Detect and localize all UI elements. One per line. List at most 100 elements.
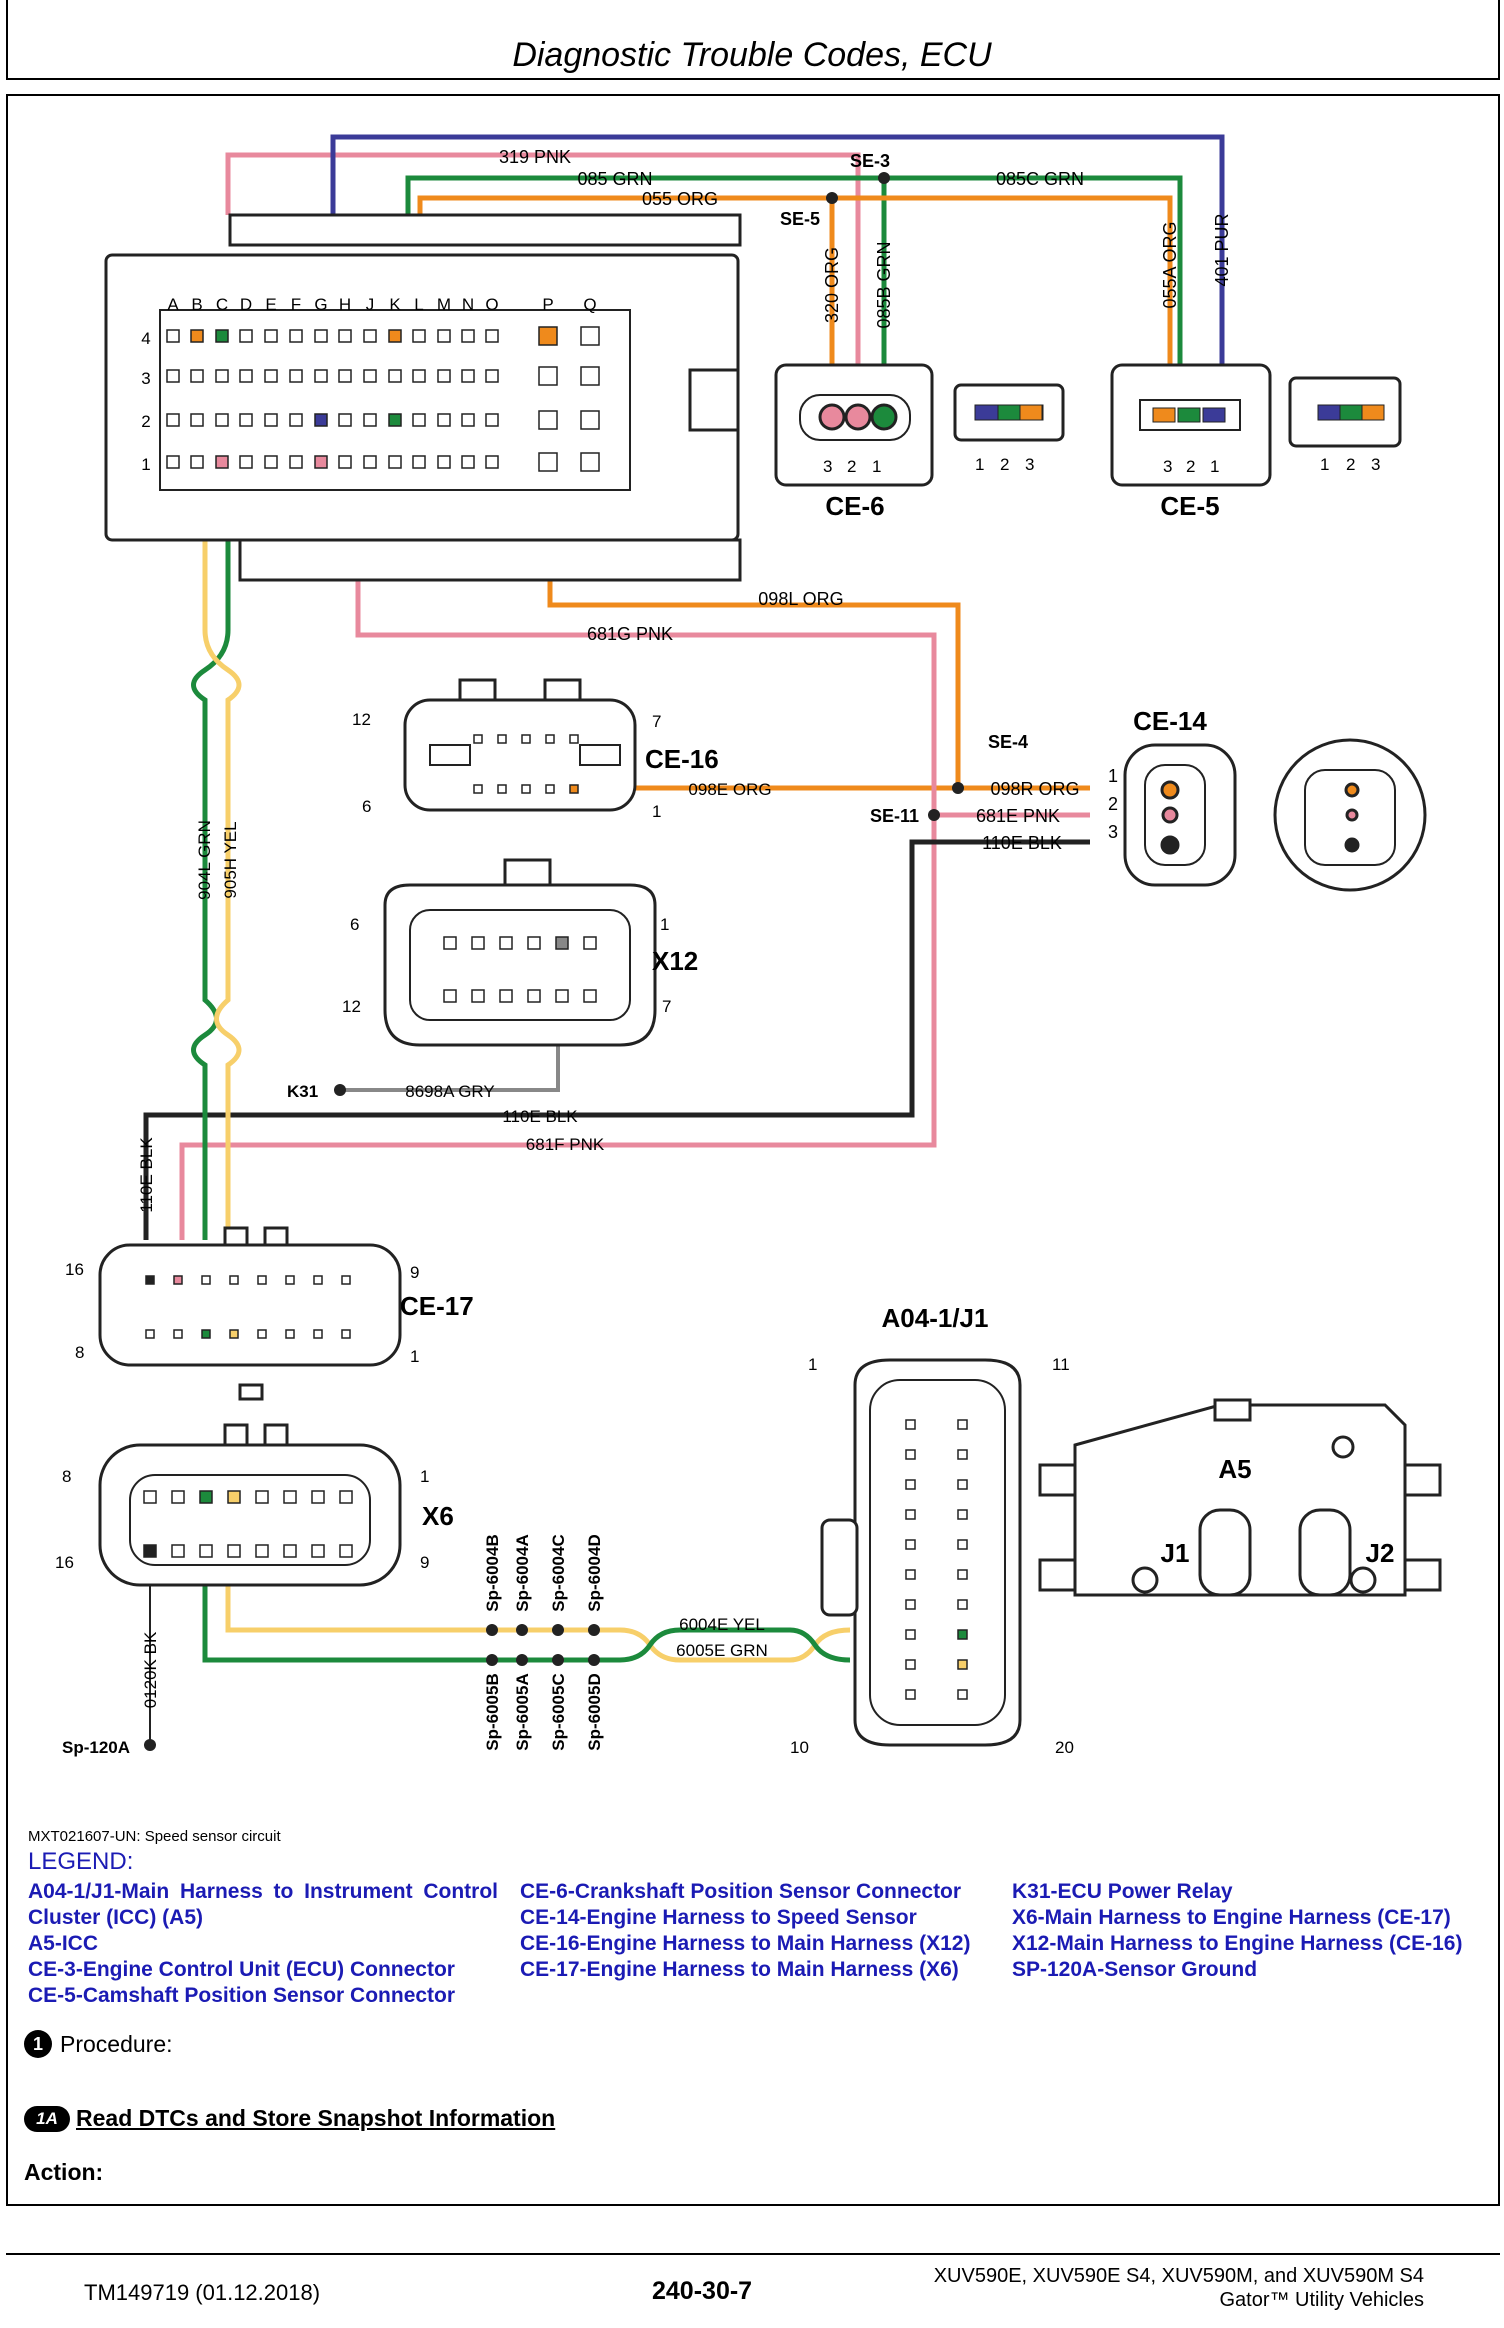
- x6-pin: [227, 1490, 241, 1504]
- label-085-grn: 085 GRN: [577, 169, 652, 189]
- ecu-pin: [437, 413, 451, 427]
- connector-ce5-mate: [1288, 376, 1402, 448]
- label-681g-pnk: 681G PNK: [587, 624, 673, 644]
- a04-pin: [905, 1479, 916, 1490]
- a04-pin: [957, 1419, 968, 1430]
- legend-item: A5-ICC: [28, 1932, 99, 1955]
- svg-text:2: 2: [141, 412, 150, 431]
- splice-sp6005b: Sp-6005B: [483, 1673, 502, 1750]
- ecu-pin: [215, 413, 229, 427]
- ecu-pin: [264, 455, 278, 469]
- label-905h-yel: 905H YEL: [221, 821, 240, 898]
- svg-text:E: E: [265, 295, 276, 314]
- ecu-pin-large: [580, 366, 600, 386]
- ecu-pin: [338, 369, 352, 383]
- splice-sp6005d: Sp-6005D: [585, 1673, 604, 1750]
- ecu-pin: [314, 369, 328, 383]
- ce5-mate-pin-2: 2: [1346, 455, 1355, 474]
- ecu-pin: [190, 413, 204, 427]
- a04-pin: [957, 1479, 968, 1490]
- ecu-pin: [289, 369, 303, 383]
- connector-a04-1-j1: [820, 1358, 1022, 1747]
- ce16-pin: [569, 734, 579, 744]
- ecu-pin: [264, 329, 278, 343]
- figure-caption: MXT021607-UN: Speed sensor circuit: [28, 1828, 281, 1845]
- wire-8698a-gry: [340, 1042, 560, 1092]
- a04-pin: [905, 1659, 916, 1670]
- label-055a-org: 055A ORG: [1160, 221, 1180, 308]
- ce17-pin-grid: [145, 1275, 351, 1339]
- ce17-pin: [313, 1329, 323, 1339]
- splice-sp6005c: Sp-6005C: [549, 1673, 568, 1750]
- legend-item: SP-120A-Sensor Ground: [1012, 1958, 1258, 1981]
- ecu-pin: [485, 413, 499, 427]
- svg-text:H: H: [339, 295, 351, 314]
- legend-item: X12-Main Harness to Engine Harness (CE-1…: [1012, 1932, 1463, 1955]
- ce17-pin-16: 16: [65, 1260, 84, 1279]
- ecu-pin: [338, 329, 352, 343]
- legend-item: CE-14-Engine Harness to Speed Sensor: [520, 1906, 917, 1929]
- ecu-pin: [461, 455, 475, 469]
- svg-text:J: J: [366, 295, 375, 314]
- x6-pin: [227, 1544, 241, 1558]
- wire-319-pnk: [225, 152, 861, 370]
- ecu-pin: [239, 413, 253, 427]
- ecu-pin: [190, 369, 204, 383]
- legend-item: A04-1/J1-Main Harness to Instrument Cont…: [28, 1880, 498, 1929]
- ecu-pin: [461, 413, 475, 427]
- x12-pin: [583, 936, 597, 950]
- label-319-pnk: 319 PNK: [499, 147, 571, 167]
- connector-ce17: [98, 1226, 402, 1401]
- ecu-pin: [363, 369, 377, 383]
- ce17-pin: [173, 1329, 183, 1339]
- ce6-mate-pin-3: 3: [1025, 455, 1034, 474]
- ce17-pin: [341, 1329, 351, 1339]
- ce17-pin: [201, 1329, 211, 1339]
- label-j2: J2: [1366, 1538, 1395, 1568]
- ce6-mate-pin-2: 2: [1000, 455, 1009, 474]
- ecu-pin-large: [538, 410, 558, 430]
- ce16-pin: [545, 784, 555, 794]
- ce16-pin: [497, 734, 507, 744]
- ce14-pin-1: 1: [1108, 766, 1118, 786]
- ce6-mate-pin-1: 1: [975, 455, 984, 474]
- ce6-pin-2: 2: [847, 457, 856, 476]
- ecu-pin: [166, 329, 180, 343]
- label-098e-org: 098E ORG: [688, 780, 771, 799]
- x6-pin: [339, 1544, 353, 1558]
- footer-models: XUV590E, XUV590E S4, XUV590M, and XUV590…: [933, 2265, 1424, 2287]
- svg-text:P: P: [542, 295, 553, 314]
- x12-pin: [471, 936, 485, 950]
- ecu-pin: [166, 369, 180, 383]
- ecu-pin: [338, 413, 352, 427]
- ce17-pin: [145, 1329, 155, 1339]
- ecu-pin: [166, 455, 180, 469]
- label-6005e-grn: 6005E GRN: [676, 1641, 768, 1660]
- ce16-pin-7: 7: [652, 712, 661, 731]
- legend-item: CE-17-Engine Harness to Main Harness (X6…: [520, 1958, 959, 1981]
- ecu-pin: [264, 413, 278, 427]
- label-904l-grn: 904L GRN: [195, 820, 214, 900]
- procedure-label: Procedure:: [60, 2030, 173, 2057]
- a04-pin: [957, 1599, 968, 1610]
- splice-k31: K31: [287, 1082, 318, 1101]
- wire-098l-org: [547, 540, 1090, 791]
- ce17-pin: [201, 1275, 211, 1285]
- ecu-pin: [363, 413, 377, 427]
- a04-pin: [957, 1539, 968, 1550]
- ce14-pin-2: 2: [1108, 794, 1118, 814]
- label-110e-blk-v: 110E BLK: [137, 1137, 156, 1213]
- ce5-pin-1: 1: [1210, 457, 1219, 476]
- footer-product: XUV590E, XUV590E S4, XUV590M, and XUV590…: [934, 2264, 1424, 2312]
- ecu-pin-large: [538, 326, 558, 346]
- x6-pin: [311, 1544, 325, 1558]
- svg-text:M: M: [437, 295, 451, 314]
- ce17-pin: [313, 1275, 323, 1285]
- x6-pin: [255, 1544, 269, 1558]
- label-681f-pnk: 681F PNK: [526, 1135, 605, 1154]
- ecu-pin: [264, 369, 278, 383]
- page-title: Diagnostic Trouble Codes, ECU: [512, 36, 992, 74]
- svg-text:O: O: [485, 295, 498, 314]
- ecu-pin: [437, 329, 451, 343]
